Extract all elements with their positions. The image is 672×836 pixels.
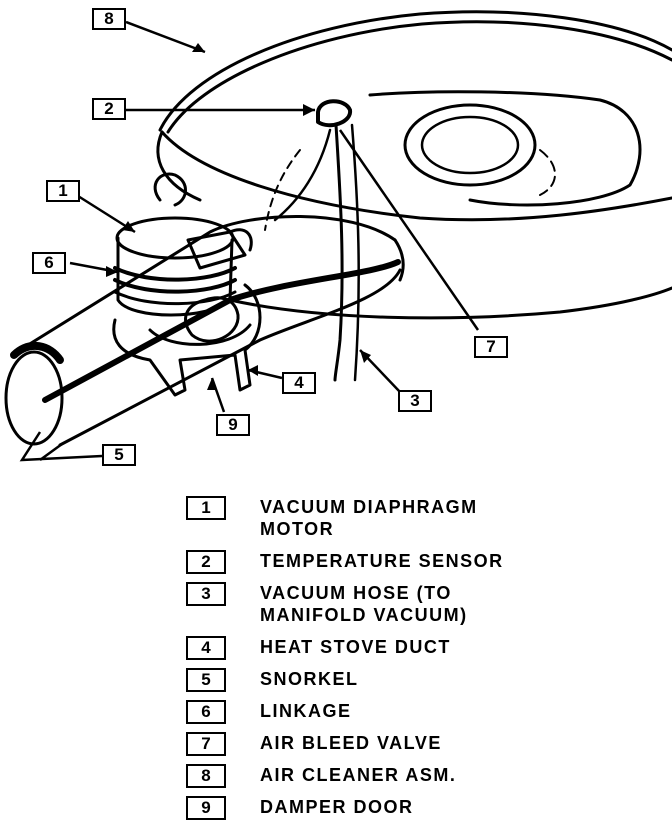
air-cleaner-lid-rim-inner [166,20,672,134]
legend: 1 VACUUM DIAPHRAGM MOTOR 2 TEMPERATURE S… [186,496,646,828]
legend-item: 2 TEMPERATURE SENSOR [186,550,646,582]
legend-number: 8 [186,764,226,788]
callout-1: 1 [46,180,80,202]
callout-9: 9 [216,414,250,436]
air-cleaner-body-bottom [228,286,672,320]
callout-5: 5 [102,444,136,466]
legend-label: DAMPER DOOR [260,797,414,817]
legend-label: SNORKEL [260,669,359,689]
legend-label: AIR BLEED VALVE [260,733,442,753]
legend-item: 1 VACUUM DIAPHRAGM MOTOR [186,496,646,550]
leader-arrowheads [106,43,371,390]
legend-item: 9 DAMPER DOOR [186,796,646,828]
legend-label: LINKAGE [260,701,352,721]
damper-housing [112,283,262,397]
callout-6: 6 [32,252,66,274]
legend-label: AIR CLEANER ASM. [260,765,457,785]
legend-number: 3 [186,582,226,606]
temp-sensor [316,99,353,128]
callout-4: 4 [282,372,316,394]
lid-center-hole [403,103,537,187]
vacuum-hose [333,123,344,382]
legend-number: 5 [186,668,226,692]
legend-number: 6 [186,700,226,724]
legend-number: 9 [186,796,226,820]
legend-item: 8 AIR CLEANER ASM. [186,764,646,796]
legend-label: VACUUM DIAPHRAGM MOTOR [260,497,478,539]
legend-item: 3 VACUUM HOSE (TO MANIFOLD VACUUM) [186,582,646,636]
air-cleaner-illustration [4,10,672,462]
lid-dish [368,90,642,207]
callout-8: 8 [92,8,126,30]
snorkel-tube-top [18,214,397,352]
legend-item: 4 HEAT STOVE DUCT [186,636,646,668]
legend-label: VACUUM HOSE (TO MANIFOLD VACUUM) [260,583,468,625]
legend-label: TEMPERATURE SENSOR [260,551,504,571]
air-cleaner-body-side [156,130,202,202]
legend-number: 2 [186,550,226,574]
snorkel-stripe [42,259,401,403]
legend-number: 4 [186,636,226,660]
legend-item: 5 SNORKEL [186,668,646,700]
snorkel-opening [4,350,64,446]
legend-item: 6 LINKAGE [186,700,646,732]
legend-number: 1 [186,496,226,520]
callout-3: 3 [398,390,432,412]
legend-number: 7 [186,732,226,756]
callout-2: 2 [92,98,126,120]
motor-hook [153,172,187,207]
callout-7: 7 [474,336,508,358]
air-cleaner-lid-rim [158,10,672,132]
air-cleaner-lid-edge [160,130,672,222]
snorkel-tube-bottom [58,268,402,447]
legend-label: HEAT STOVE DUCT [260,637,451,657]
legend-item: 7 AIR BLEED VALVE [186,732,646,764]
